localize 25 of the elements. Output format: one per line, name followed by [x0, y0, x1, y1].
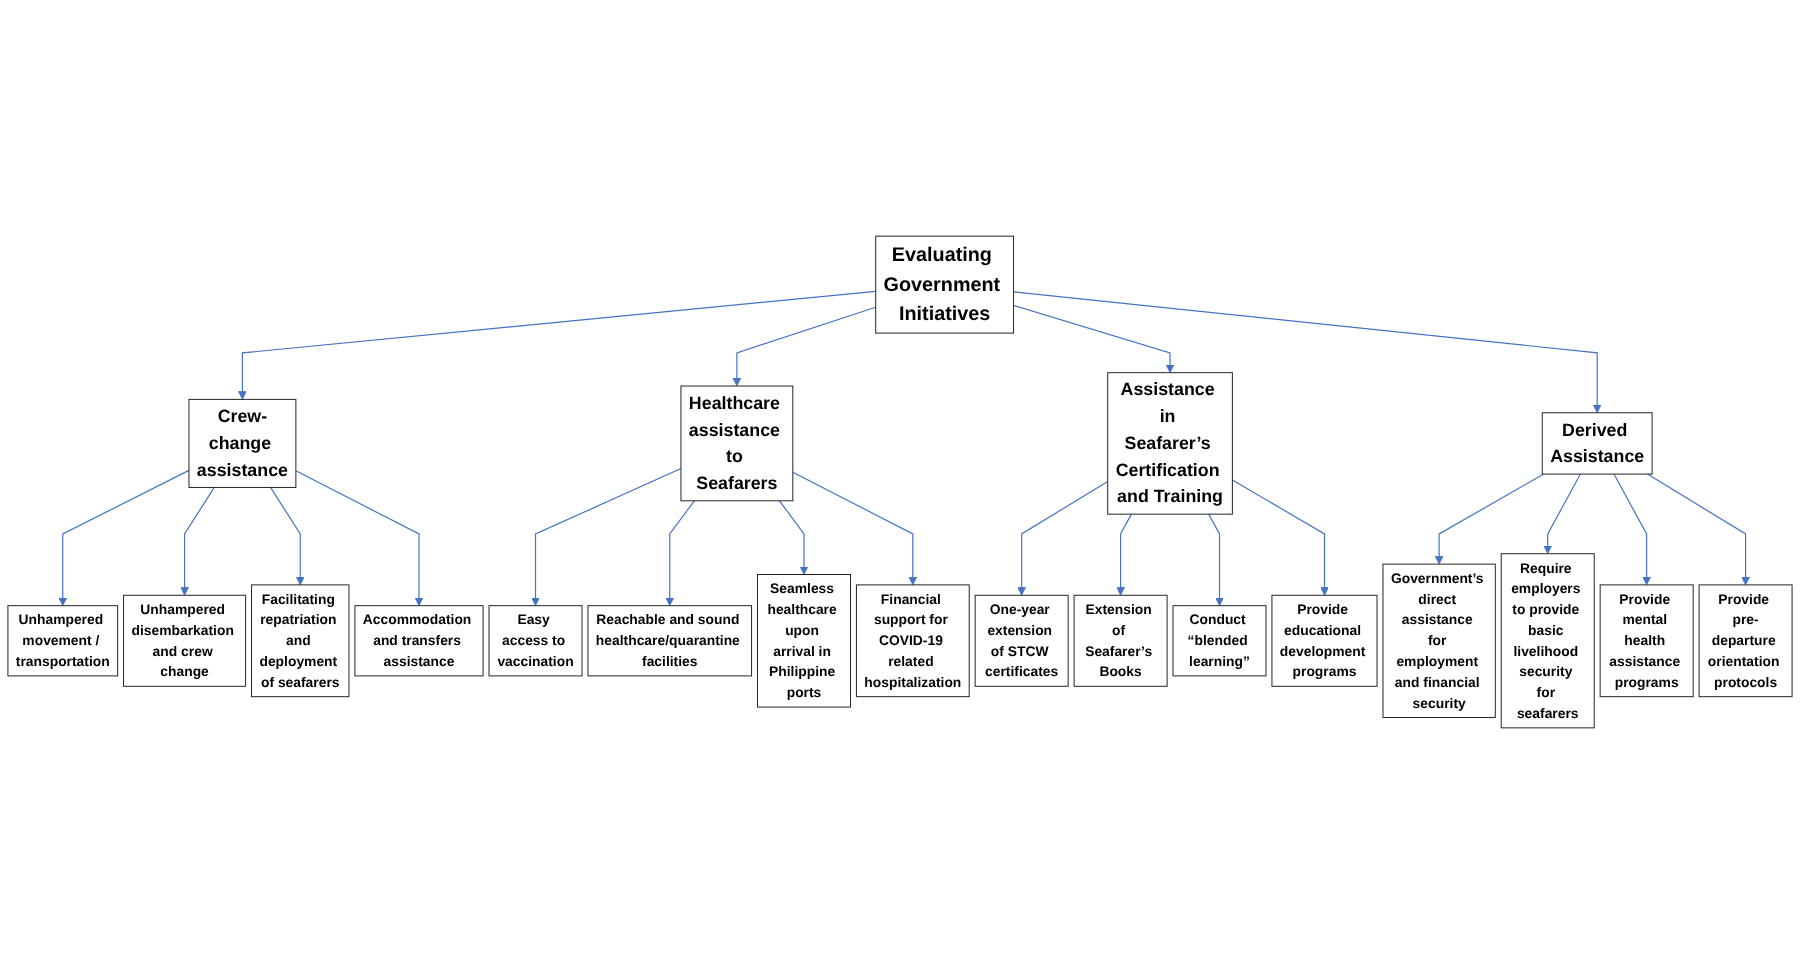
arrow — [1543, 473, 1582, 555]
node-box: Healthcare assistance to Seafarers — [680, 385, 794, 502]
node-box: Crew-change assistance — [188, 398, 297, 488]
arrow — [295, 470, 424, 607]
arrow — [1434, 473, 1545, 565]
arrow — [1012, 291, 1602, 414]
node-box: Derived Assistance — [1541, 412, 1653, 475]
arrow — [1012, 304, 1175, 374]
arrow — [238, 290, 877, 400]
arrow — [269, 486, 305, 586]
arrow — [778, 500, 809, 575]
arrow — [1208, 513, 1224, 607]
arrow — [732, 306, 877, 387]
arrow — [1646, 473, 1750, 586]
arrow — [58, 469, 190, 607]
arrow — [1613, 473, 1651, 586]
arrow — [1017, 480, 1109, 596]
node-box: Evaluating Government Initiatives — [875, 235, 1015, 334]
arrow — [665, 500, 695, 607]
arrow — [180, 486, 215, 596]
arrow — [1116, 513, 1132, 596]
arrow — [1231, 479, 1329, 596]
arrow — [792, 471, 918, 586]
node-box: Assistance in Seafarer’s Certification and Training — [1107, 372, 1233, 515]
arrow — [531, 467, 682, 607]
